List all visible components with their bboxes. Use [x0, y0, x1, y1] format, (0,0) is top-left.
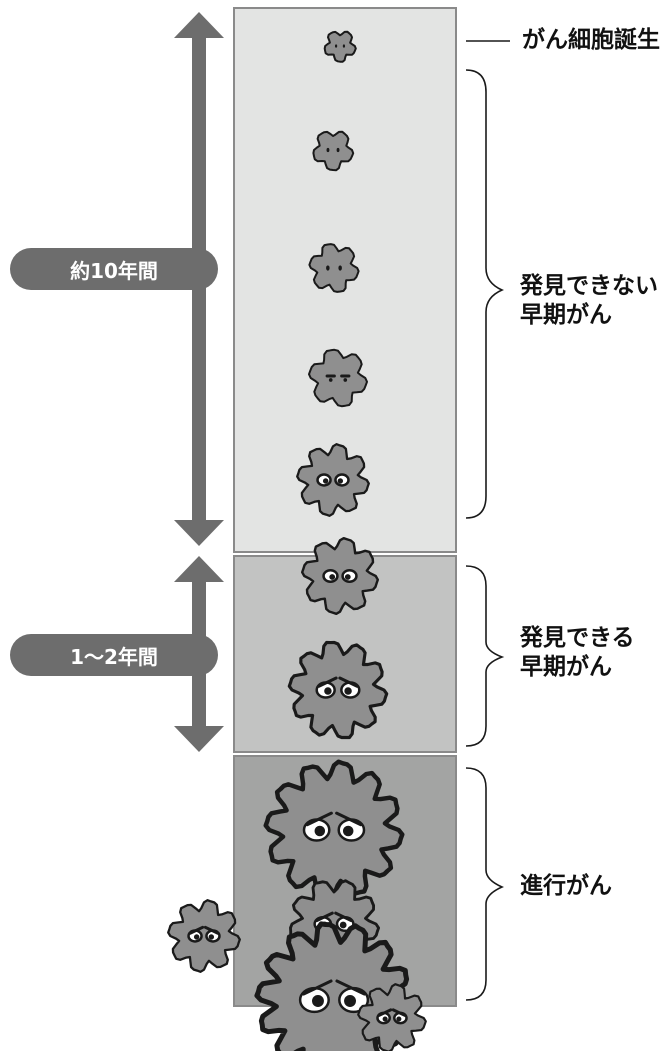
cancer-cell-icon [296, 443, 370, 517]
cancer-cell-icon [323, 30, 357, 63]
brace-icon [465, 69, 504, 519]
duration-badge-label: 約10年間 [70, 258, 158, 283]
cancer-cell-icon [287, 640, 389, 740]
stage-label-undetectable-early: 発見できない 早期がん [520, 273, 658, 328]
stage-label-detectable-early: 発見できる 早期がん [520, 625, 635, 680]
duration-badge-label: 1〜2年間 [70, 644, 158, 669]
brace-icon [465, 565, 505, 747]
cancer-cell-icon [300, 536, 380, 616]
brace-icon [465, 767, 504, 1001]
cancer-cell-icon [263, 759, 405, 901]
cancer-cell-icon [357, 983, 427, 1051]
stage-label-birth: がん細胞誕生 [522, 27, 660, 53]
cancer-cell-icon [308, 243, 360, 293]
cancer-cell-icon [167, 899, 241, 973]
duration-badge-10-years: 約10年間 [10, 248, 218, 290]
cancer-cell-icon [308, 348, 368, 408]
duration-badge-1-2-years: 1〜2年間 [10, 634, 218, 676]
cancer-cell-icon [312, 130, 355, 172]
stage-label-advanced: 進行がん [520, 873, 612, 899]
